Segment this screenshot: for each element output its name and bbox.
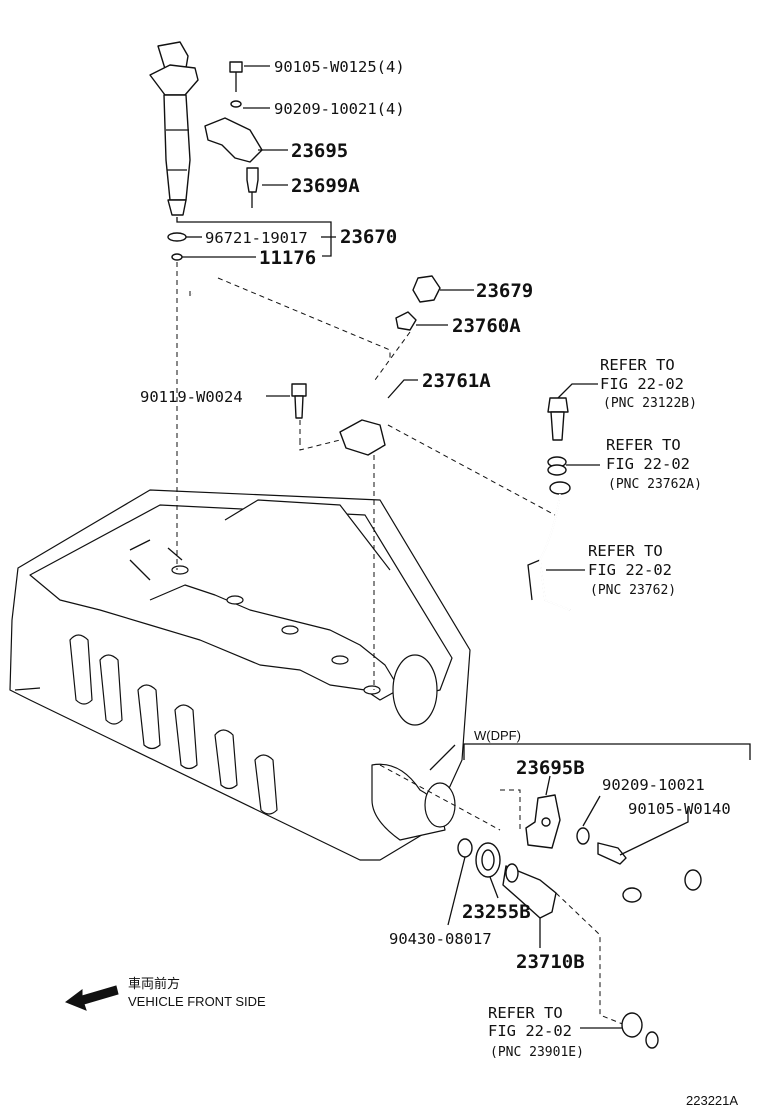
label-11176: 11176	[259, 247, 316, 269]
front-arrow-icon	[64, 985, 119, 1011]
stud-23699a	[246, 167, 259, 193]
pipe-23901e	[621, 869, 702, 1049]
wdpf-bracket-line	[463, 743, 751, 760]
ref-block-4: REFER TO FIG 22-02 (PNC 23901E)	[488, 1004, 584, 1060]
svg-text:(PNC 23762): (PNC 23762)	[590, 583, 676, 598]
figure-id: 223221A	[686, 1093, 738, 1108]
svg-text:(PNC 23762A): (PNC 23762A)	[608, 477, 702, 492]
pipe-bracket	[339, 419, 386, 456]
wdpf-label: W(DPF)	[474, 728, 521, 743]
label-23760a: 23760A	[452, 315, 521, 337]
label-90105-w0140: 90105-W0140	[628, 800, 731, 818]
ref-block-1: REFER TO FIG 22-02 (PNC 23122B)	[600, 356, 697, 411]
svg-text:FIG 22-02: FIG 22-02	[606, 455, 690, 473]
label-90430-08017: 90430-08017	[389, 930, 492, 948]
label-90209-10021: 90209-10021	[602, 776, 705, 794]
direction-label-en: VEHICLE FRONT SIDE	[128, 994, 266, 1009]
pipe-23762	[527, 481, 571, 611]
bracket-23695b	[525, 794, 561, 849]
injector-part	[149, 41, 199, 261]
label-23710b: 23710B	[516, 951, 585, 973]
label-23699a: 23699A	[291, 175, 360, 197]
label-90119-w0024: 90119-W0024	[140, 388, 243, 406]
label-96721-19017: 96721-19017	[205, 229, 308, 247]
label-23255b: 23255B	[462, 901, 531, 923]
svg-text:FIG 22-02: FIG 22-02	[588, 561, 672, 579]
bolt-90119-w0024	[291, 383, 307, 419]
svg-text:FIG 22-02: FIG 22-02	[600, 375, 684, 393]
ref-block-2: REFER TO FIG 22-02 (PNC 23762A)	[606, 436, 702, 492]
clamp-23695	[204, 117, 263, 163]
injector-23710b	[502, 863, 557, 919]
direction-label-jp: 車両前方	[128, 976, 180, 991]
bolt-90105-w0140	[597, 842, 627, 865]
clip-23760a	[395, 311, 417, 331]
label-23695: 23695	[291, 140, 348, 162]
ref-block-3: REFER TO FIG 22-02 (PNC 23762)	[588, 542, 676, 598]
svg-text:REFER TO: REFER TO	[600, 356, 675, 374]
label-90209-10021-4: 90209-10021(4)	[274, 100, 405, 118]
svg-text:FIG 22-02: FIG 22-02	[488, 1022, 572, 1040]
label-23679: 23679	[476, 280, 533, 302]
svg-text:REFER TO: REFER TO	[488, 1004, 563, 1022]
bolt-23679	[412, 275, 441, 303]
washer-90209	[576, 827, 590, 845]
svg-text:(PNC 23901E): (PNC 23901E)	[490, 1045, 584, 1060]
label-90105-w0125: 90105-W0125(4)	[274, 58, 405, 76]
sensor-23122b	[547, 397, 569, 476]
bolt-90105-w0125	[229, 61, 243, 108]
svg-text:REFER TO: REFER TO	[588, 542, 663, 560]
engine-block	[9, 489, 471, 861]
svg-text:(PNC 23122B): (PNC 23122B)	[603, 396, 697, 411]
label-23695b: 23695B	[516, 757, 585, 779]
gasket-90430	[457, 838, 473, 858]
svg-text:REFER TO: REFER TO	[606, 436, 681, 454]
label-23670: 23670	[340, 226, 397, 248]
label-23761a: 23761A	[422, 370, 491, 392]
